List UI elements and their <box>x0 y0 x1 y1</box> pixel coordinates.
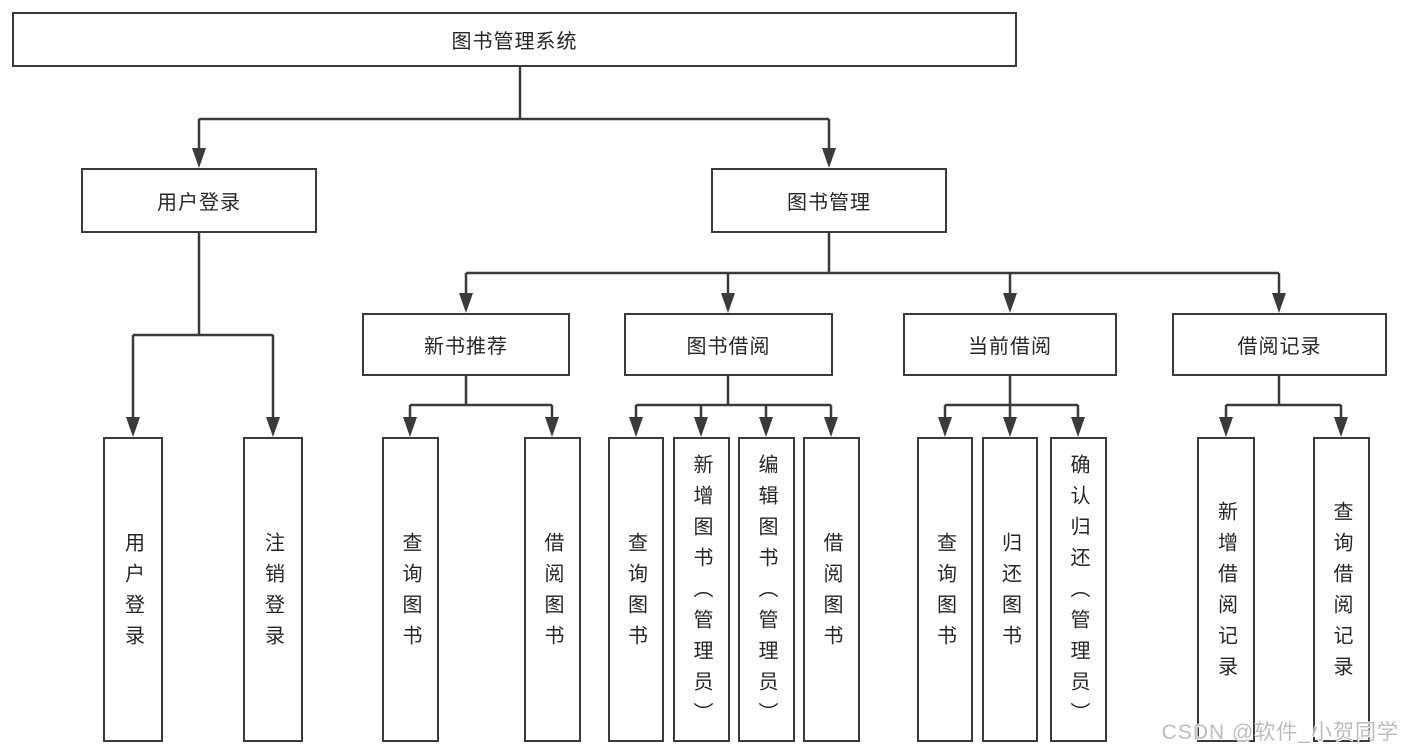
leaf-label: 新增借阅记录 <box>1214 500 1237 687</box>
leaf-query-books-recommend: 查询图书 <box>382 437 439 742</box>
node-label: 图书管理系统 <box>451 31 578 53</box>
leaf-label: 注销登录 <box>261 531 284 656</box>
leaf-label: 查询图书 <box>624 531 647 656</box>
node-label: 当前借阅 <box>968 336 1052 358</box>
leaf-label: 借阅图书 <box>541 531 563 656</box>
node-new-book-recommend: 新书推荐 <box>362 313 570 376</box>
leaf-query-books-borrowing: 查询图书 <box>608 437 664 742</box>
node-user-login: 用户登录 <box>81 168 317 233</box>
leaf-label: 确认归还（管理员） <box>1067 454 1089 733</box>
leaf-label: 编辑图书（管理员） <box>755 454 777 733</box>
node-book-management: 图书管理 <box>711 168 947 233</box>
leaf-label: 新增图书（管理员） <box>690 454 712 733</box>
leaf-add-borrow-record: 新增借阅记录 <box>1197 437 1255 742</box>
leaf-query-borrow-record: 查询借阅记录 <box>1313 437 1370 742</box>
node-label: 用户登录 <box>157 192 241 214</box>
leaf-confirm-return-admin: 确认归还（管理员） <box>1050 437 1107 742</box>
connector-paths <box>131 67 1343 419</box>
node-label: 借阅记录 <box>1237 336 1322 358</box>
leaf-label: 借阅图书 <box>820 531 842 656</box>
node-borrowing-records: 借阅记录 <box>1172 313 1387 376</box>
watermark: CSDN @软件_小贺同学 <box>1161 721 1399 744</box>
arrowheads <box>126 148 1348 437</box>
node-book-borrowing: 图书借阅 <box>624 313 833 376</box>
leaf-label: 归还图书 <box>998 531 1021 656</box>
node-label: 图书管理 <box>787 192 871 214</box>
leaf-label: 查询图书 <box>933 531 956 656</box>
node-label: 图书借阅 <box>686 336 771 358</box>
node-label: 新书推荐 <box>424 336 508 358</box>
leaf-add-books-admin: 新增图书（管理员） <box>673 437 730 742</box>
node-library-system: 图书管理系统 <box>12 12 1017 67</box>
leaf-borrow-books-borrowing: 借阅图书 <box>803 437 860 742</box>
node-current-borrowing: 当前借阅 <box>903 313 1117 376</box>
leaf-label: 查询图书 <box>399 531 421 656</box>
leaf-label: 查询借阅记录 <box>1330 500 1352 687</box>
leaf-return-books: 归还图书 <box>982 437 1038 742</box>
leaf-query-books-current: 查询图书 <box>917 437 973 742</box>
leaf-label: 用户登录 <box>121 531 144 656</box>
leaf-user-login: 用户登录 <box>103 437 163 742</box>
leaf-borrow-books-recommend: 借阅图书 <box>524 437 581 742</box>
leaf-logout: 注销登录 <box>243 437 303 742</box>
leaf-edit-books-admin: 编辑图书（管理员） <box>738 437 795 742</box>
